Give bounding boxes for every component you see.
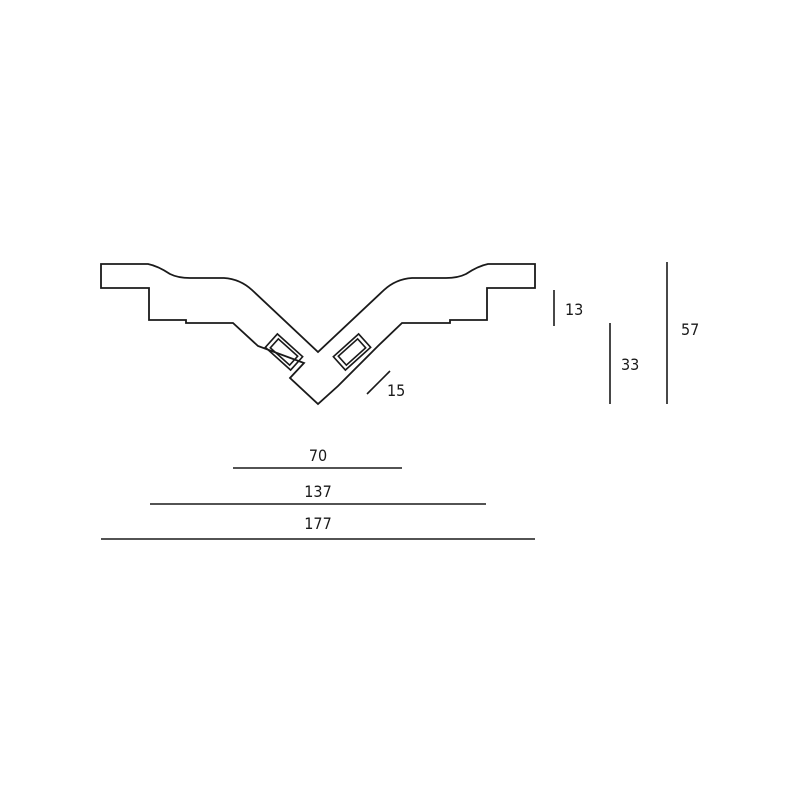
dim-label-57: 57 [681, 320, 699, 339]
dim-label-177: 177 [304, 514, 331, 533]
right-slot [332, 332, 372, 372]
dim-line-15 [366, 370, 391, 395]
dim-label-137: 137 [304, 482, 331, 501]
left-slot [264, 332, 304, 372]
dim-label-70: 70 [309, 446, 327, 465]
profile-outline [100, 263, 536, 406]
dim-label-15: 15 [387, 381, 405, 400]
dim-label-13: 13 [565, 300, 583, 319]
dim-label-33: 33 [621, 355, 639, 374]
